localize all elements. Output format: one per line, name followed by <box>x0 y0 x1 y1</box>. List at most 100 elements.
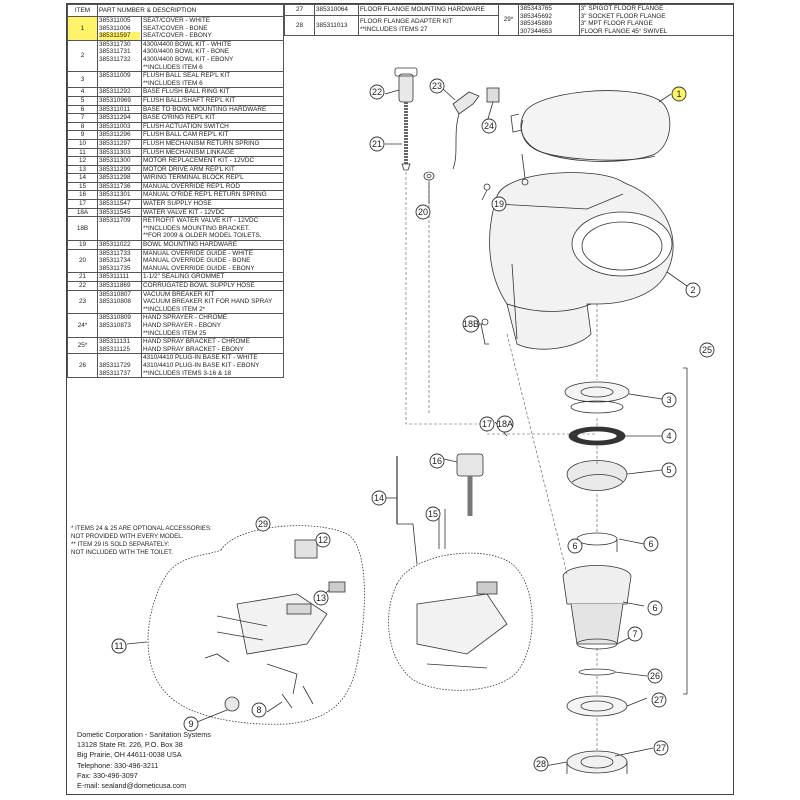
part-number: 385311005 <box>99 17 131 24</box>
callout-label: 9 <box>188 719 193 729</box>
callout-12: 12 <box>315 532 331 548</box>
callout-label: 11 <box>114 641 123 651</box>
header-description: PART NUMBER & DESCRIPTION <box>97 4 284 17</box>
part-description: **INCLUDES ITEM 6 <box>143 63 203 71</box>
callout-label: 29 <box>258 519 268 529</box>
part-number: 385311022 <box>99 241 131 249</box>
hand-sprayer-drawing <box>452 87 500 170</box>
callout-label: 27 <box>656 743 666 753</box>
callout-label: 17 <box>482 419 492 429</box>
part-description: FLUSH BALL SEAL REP'L KIT <box>143 72 231 80</box>
part-number: 385311299 <box>99 165 131 173</box>
callout-label: 12 <box>318 535 328 545</box>
water-valve-drawing <box>396 453 484 565</box>
part-description: MANUAL OVERRIDE REP'L ROD <box>143 182 240 190</box>
callout-label: 25 <box>702 345 712 355</box>
part-number: 385311729 <box>99 361 131 369</box>
callout-14: 14 <box>371 490 387 506</box>
callout-26: 26 <box>647 668 663 684</box>
callout-label: 6 <box>652 603 657 613</box>
part-description: SEAT/COVER - EBONY <box>143 32 212 40</box>
part-description: **INCLUDES ITEM 6 <box>143 79 203 87</box>
part-description: BASE FLUSH BALL RING KIT <box>143 88 230 96</box>
callout-15: 15 <box>425 506 441 522</box>
callout-label: 26 <box>650 671 660 681</box>
callout-bubbles: 123456667891210131415161718A18B192021222… <box>111 78 715 772</box>
part-number: 385311734 <box>99 257 131 265</box>
bowl-mounting-hardware-drawing <box>480 323 489 345</box>
callout-16: 16 <box>429 453 445 469</box>
part-description: MANUAL OVERRIDE GUIDE - EBONY <box>143 264 255 272</box>
callout-18B: 18B <box>462 315 480 333</box>
part-description: 4300/4400 BOWL KIT - WHITE <box>143 40 232 48</box>
part-description: BASE O'RING REP'L KIT <box>143 114 216 122</box>
flange-sub-part-number: 385343765 <box>520 5 552 12</box>
flange-item-number: 29* <box>498 4 519 37</box>
part-description: CORRUGATED BOWL SUPPLY HOSE <box>143 282 255 289</box>
part-number: 385311732 <box>99 55 131 63</box>
callout-label: 6 <box>648 539 653 549</box>
callout-label: 15 <box>428 509 438 519</box>
part-item-number: 23 <box>67 289 98 315</box>
part-number: 385311597 <box>99 32 140 40</box>
footnote-line: NOT INCLUDED WITH THE TOILET. <box>71 549 173 556</box>
address-line: Dometic Corporation - Sanitation Systems <box>77 730 211 739</box>
part-description: FLUSH BALL CAM REP'L KIT <box>143 131 229 139</box>
part-description: **INCLUDES ITEM 25 <box>143 329 207 337</box>
part-description: HAND SPRAY BRACKET - CHROME <box>143 338 250 346</box>
part-number: 385310808 <box>99 298 131 306</box>
address-line: Big Prairie, OH 44611-0038 USA <box>77 750 182 760</box>
callout-label: 4 <box>666 431 671 441</box>
callout-29: 29 <box>255 516 271 532</box>
flange-part-number: 385311013 <box>314 14 359 37</box>
part-description: FLUSH MECHANISM RETURN SPRING <box>143 139 260 147</box>
part-description: **INCLUDES ITEM 2* <box>143 305 206 313</box>
callout-25: 25 <box>699 342 715 358</box>
part-number: 385311300 <box>99 157 131 165</box>
flange-description: FLOOR FLANGE ADAPTER KIT**INCLUDES ITEMS… <box>358 14 499 37</box>
callout-label: 28 <box>536 759 546 769</box>
flush-mechanism-detail <box>204 539 346 712</box>
bowl-drawing <box>489 172 674 350</box>
callout-23: 23 <box>429 78 445 94</box>
callout-6: 6 <box>647 600 663 616</box>
callout-11: 11 <box>111 638 127 654</box>
callout-28: 28 <box>533 756 549 772</box>
callout-13: 13 <box>313 590 329 606</box>
part-number: 385311298 <box>99 174 131 182</box>
part-description: VACUUM BREAKER KIT FOR HAND SPRAY <box>143 298 273 306</box>
part-number: 385311009 <box>99 72 131 80</box>
part-number: 385310969 <box>99 96 131 104</box>
callout-label: 3 <box>666 395 671 405</box>
callout-label: 1 <box>676 89 681 99</box>
part-description: VACUUM BREAKER KIT <box>143 290 215 298</box>
part-description: SEAT/COVER - BONE <box>143 24 208 32</box>
part-descriptions: RETROFIT WATER VALVE KIT - 12VDC**INCLUD… <box>141 216 284 242</box>
flange-desc-line: FLOOR FLANGE MOUNTING HARDWARE <box>360 6 485 14</box>
callout-17: 17 <box>479 416 495 432</box>
part-description: SEAT/COVER - WHITE <box>143 17 210 24</box>
part-numbers: 385311709 <box>97 216 142 242</box>
vacuum-breaker-drawing <box>394 67 418 171</box>
part-number: 385311869 <box>99 282 131 289</box>
part-number: 385311730 <box>99 40 131 48</box>
footnote-line: * ITEMS 24 & 25 ARE OPTIONAL ACCESSORIES… <box>71 525 212 532</box>
part-description: 4300/4400 BOWL KIT - EBONY <box>143 55 234 63</box>
part-item-number: 25* <box>67 337 98 355</box>
part-descriptions: 4300/4400 BOWL KIT - WHITE 4300/4400 BOWL… <box>141 39 284 73</box>
part-description: HAND SPRAYER - EBONY <box>143 321 222 329</box>
